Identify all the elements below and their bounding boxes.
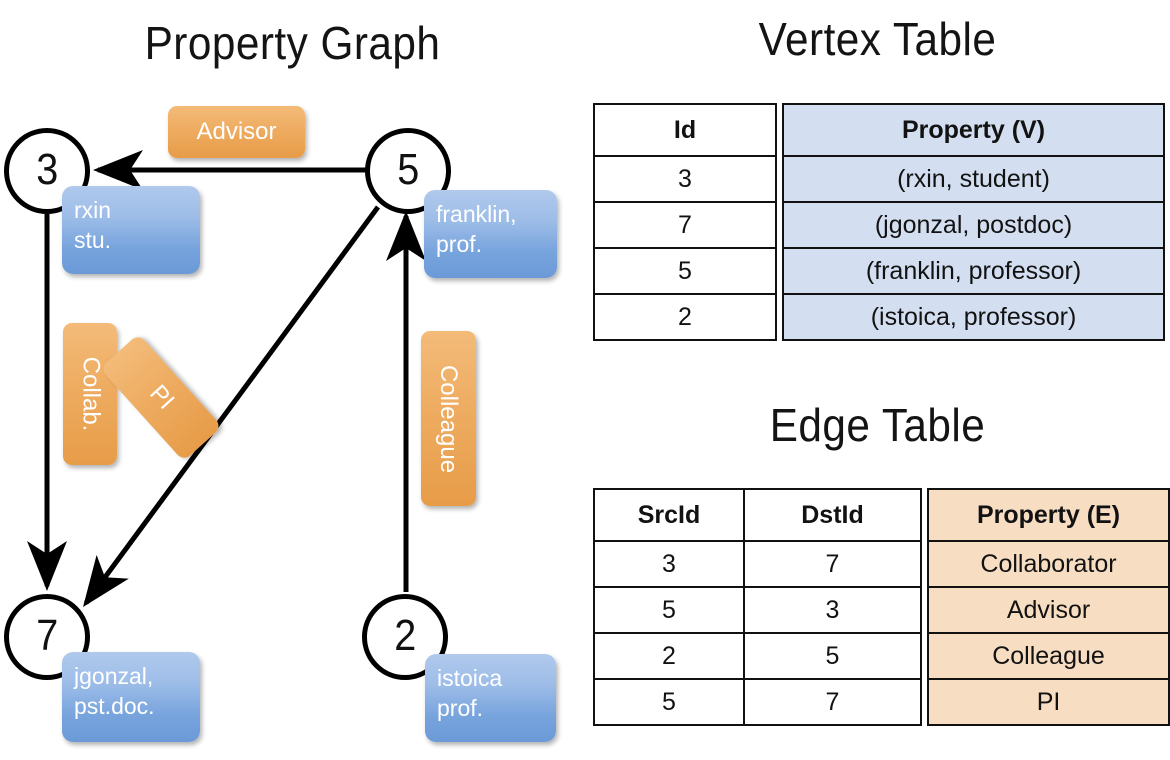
vertex-property-box-3[interactable]: rxin stu.	[62, 186, 200, 274]
edge-label-pi-text: PI	[143, 379, 179, 415]
vertex-property-3-line-2: stu.	[74, 226, 112, 253]
table-row[interactable]: 5 7 PI	[593, 678, 1170, 726]
edge-cell-property: PI	[927, 678, 1170, 726]
column-gap	[776, 202, 783, 248]
edge-cell-dstid: 7	[743, 540, 922, 588]
vertex-property-5-line-2: prof.	[436, 230, 483, 257]
table-row[interactable]: 2 (istoica, professor)	[593, 293, 1165, 341]
column-gap	[776, 294, 783, 340]
edge-cell-dstid: 3	[743, 586, 922, 634]
column-gap	[921, 679, 928, 725]
graph-node-5-label: 5	[396, 145, 420, 194]
edge-table-header-dstid: DstId	[743, 488, 922, 542]
edge-label-collab[interactable]: Collab.	[63, 323, 117, 465]
page-title-edge-table: Edge Table	[769, 399, 986, 451]
vertex-property-2-line-2: prof.	[437, 694, 484, 721]
vertex-table-header-property: Property (V)	[782, 103, 1165, 157]
column-gap	[776, 104, 783, 156]
column-gap	[921, 587, 928, 633]
vertex-cell-property: (jgonzal, postdoc)	[782, 201, 1165, 249]
edge-5-to-7	[83, 205, 381, 608]
vertex-cell-property: (rxin, student)	[782, 155, 1165, 203]
edge-cell-srcid: 3	[593, 540, 745, 588]
table-row[interactable]: 2 5 Colleague	[593, 632, 1170, 680]
table-row[interactable]: 3 (rxin, student)	[593, 155, 1165, 203]
graph-node-2-label: 2	[393, 611, 417, 660]
vertex-cell-id: 2	[593, 293, 777, 341]
vertex-property-3-line-1: rxin	[74, 197, 112, 223]
edge-cell-srcid: 5	[593, 586, 745, 634]
edge-table-header-property: Property (E)	[927, 488, 1170, 542]
table-row[interactable]: 7 (jgonzal, postdoc)	[593, 201, 1165, 249]
edge-label-advisor-text: Advisor	[196, 118, 277, 145]
graph-node-5[interactable]: 5	[365, 128, 451, 214]
page-title-vertex-table: Vertex Table	[758, 13, 997, 65]
vertex-cell-property: (istoica, professor)	[782, 293, 1165, 341]
edge-label-colleague[interactable]: Colleague	[421, 331, 476, 506]
vertex-table-header-id: Id	[593, 103, 777, 157]
edge-cell-property: Advisor	[927, 586, 1170, 634]
vertex-property-box-2[interactable]: istoica prof.	[425, 654, 556, 742]
table-header-row: SrcId DstId Property (E)	[593, 488, 1170, 542]
vertex-property-7-line-1: jgonzal,	[74, 663, 154, 689]
graph-node-7-label: 7	[35, 611, 59, 660]
vertex-property-5-line-1: franklin,	[436, 201, 517, 227]
edge-table: SrcId DstId Property (E) 3 7 Collaborato…	[593, 488, 1170, 726]
vertex-cell-id: 7	[593, 201, 777, 249]
vertex-cell-id: 5	[593, 247, 777, 295]
edge-cell-property: Collaborator	[927, 540, 1170, 588]
table-row[interactable]: 3 7 Collaborator	[593, 540, 1170, 588]
column-gap	[776, 156, 783, 202]
edge-label-collab-text: Collab.	[77, 356, 104, 432]
column-gap	[921, 541, 928, 587]
table-header-row: Id Property (V)	[593, 103, 1165, 157]
edge-label-colleague-text: Colleague	[435, 364, 463, 473]
vertex-table: Id Property (V) 3 (rxin, student) 7 (jgo…	[593, 103, 1165, 341]
vertex-property-box-5[interactable]: franklin, prof.	[424, 190, 557, 278]
edge-cell-dstid: 7	[743, 678, 922, 726]
column-gap	[921, 633, 928, 679]
vertex-cell-property: (franklin, professor)	[782, 247, 1165, 295]
graph-node-3-label: 3	[35, 145, 59, 194]
page-title-property-graph: Property Graph	[144, 17, 441, 69]
vertex-property-7-line-2: pst.doc.	[74, 692, 155, 719]
property-graph-diagram: 3 5 7 2 rxin stu. franklin, prof. jgonza…	[4, 106, 557, 742]
vertex-property-2-line-1: istoica	[437, 665, 503, 691]
table-row[interactable]: 5 3 Advisor	[593, 586, 1170, 634]
column-gap	[921, 489, 928, 541]
graph-node-2[interactable]: 2	[362, 594, 448, 680]
vertex-property-box-7[interactable]: jgonzal, pst.doc.	[62, 652, 200, 742]
edge-cell-srcid: 2	[593, 632, 745, 680]
vertex-cell-id: 3	[593, 155, 777, 203]
edge-cell-srcid: 5	[593, 678, 745, 726]
column-gap	[776, 248, 783, 294]
edge-cell-property: Colleague	[927, 632, 1170, 680]
edge-label-advisor[interactable]: Advisor	[168, 106, 305, 158]
table-row[interactable]: 5 (franklin, professor)	[593, 247, 1165, 295]
graph-edges-svg	[27, 150, 426, 608]
edge-table-header-srcid: SrcId	[593, 488, 745, 542]
edge-cell-dstid: 5	[743, 632, 922, 680]
